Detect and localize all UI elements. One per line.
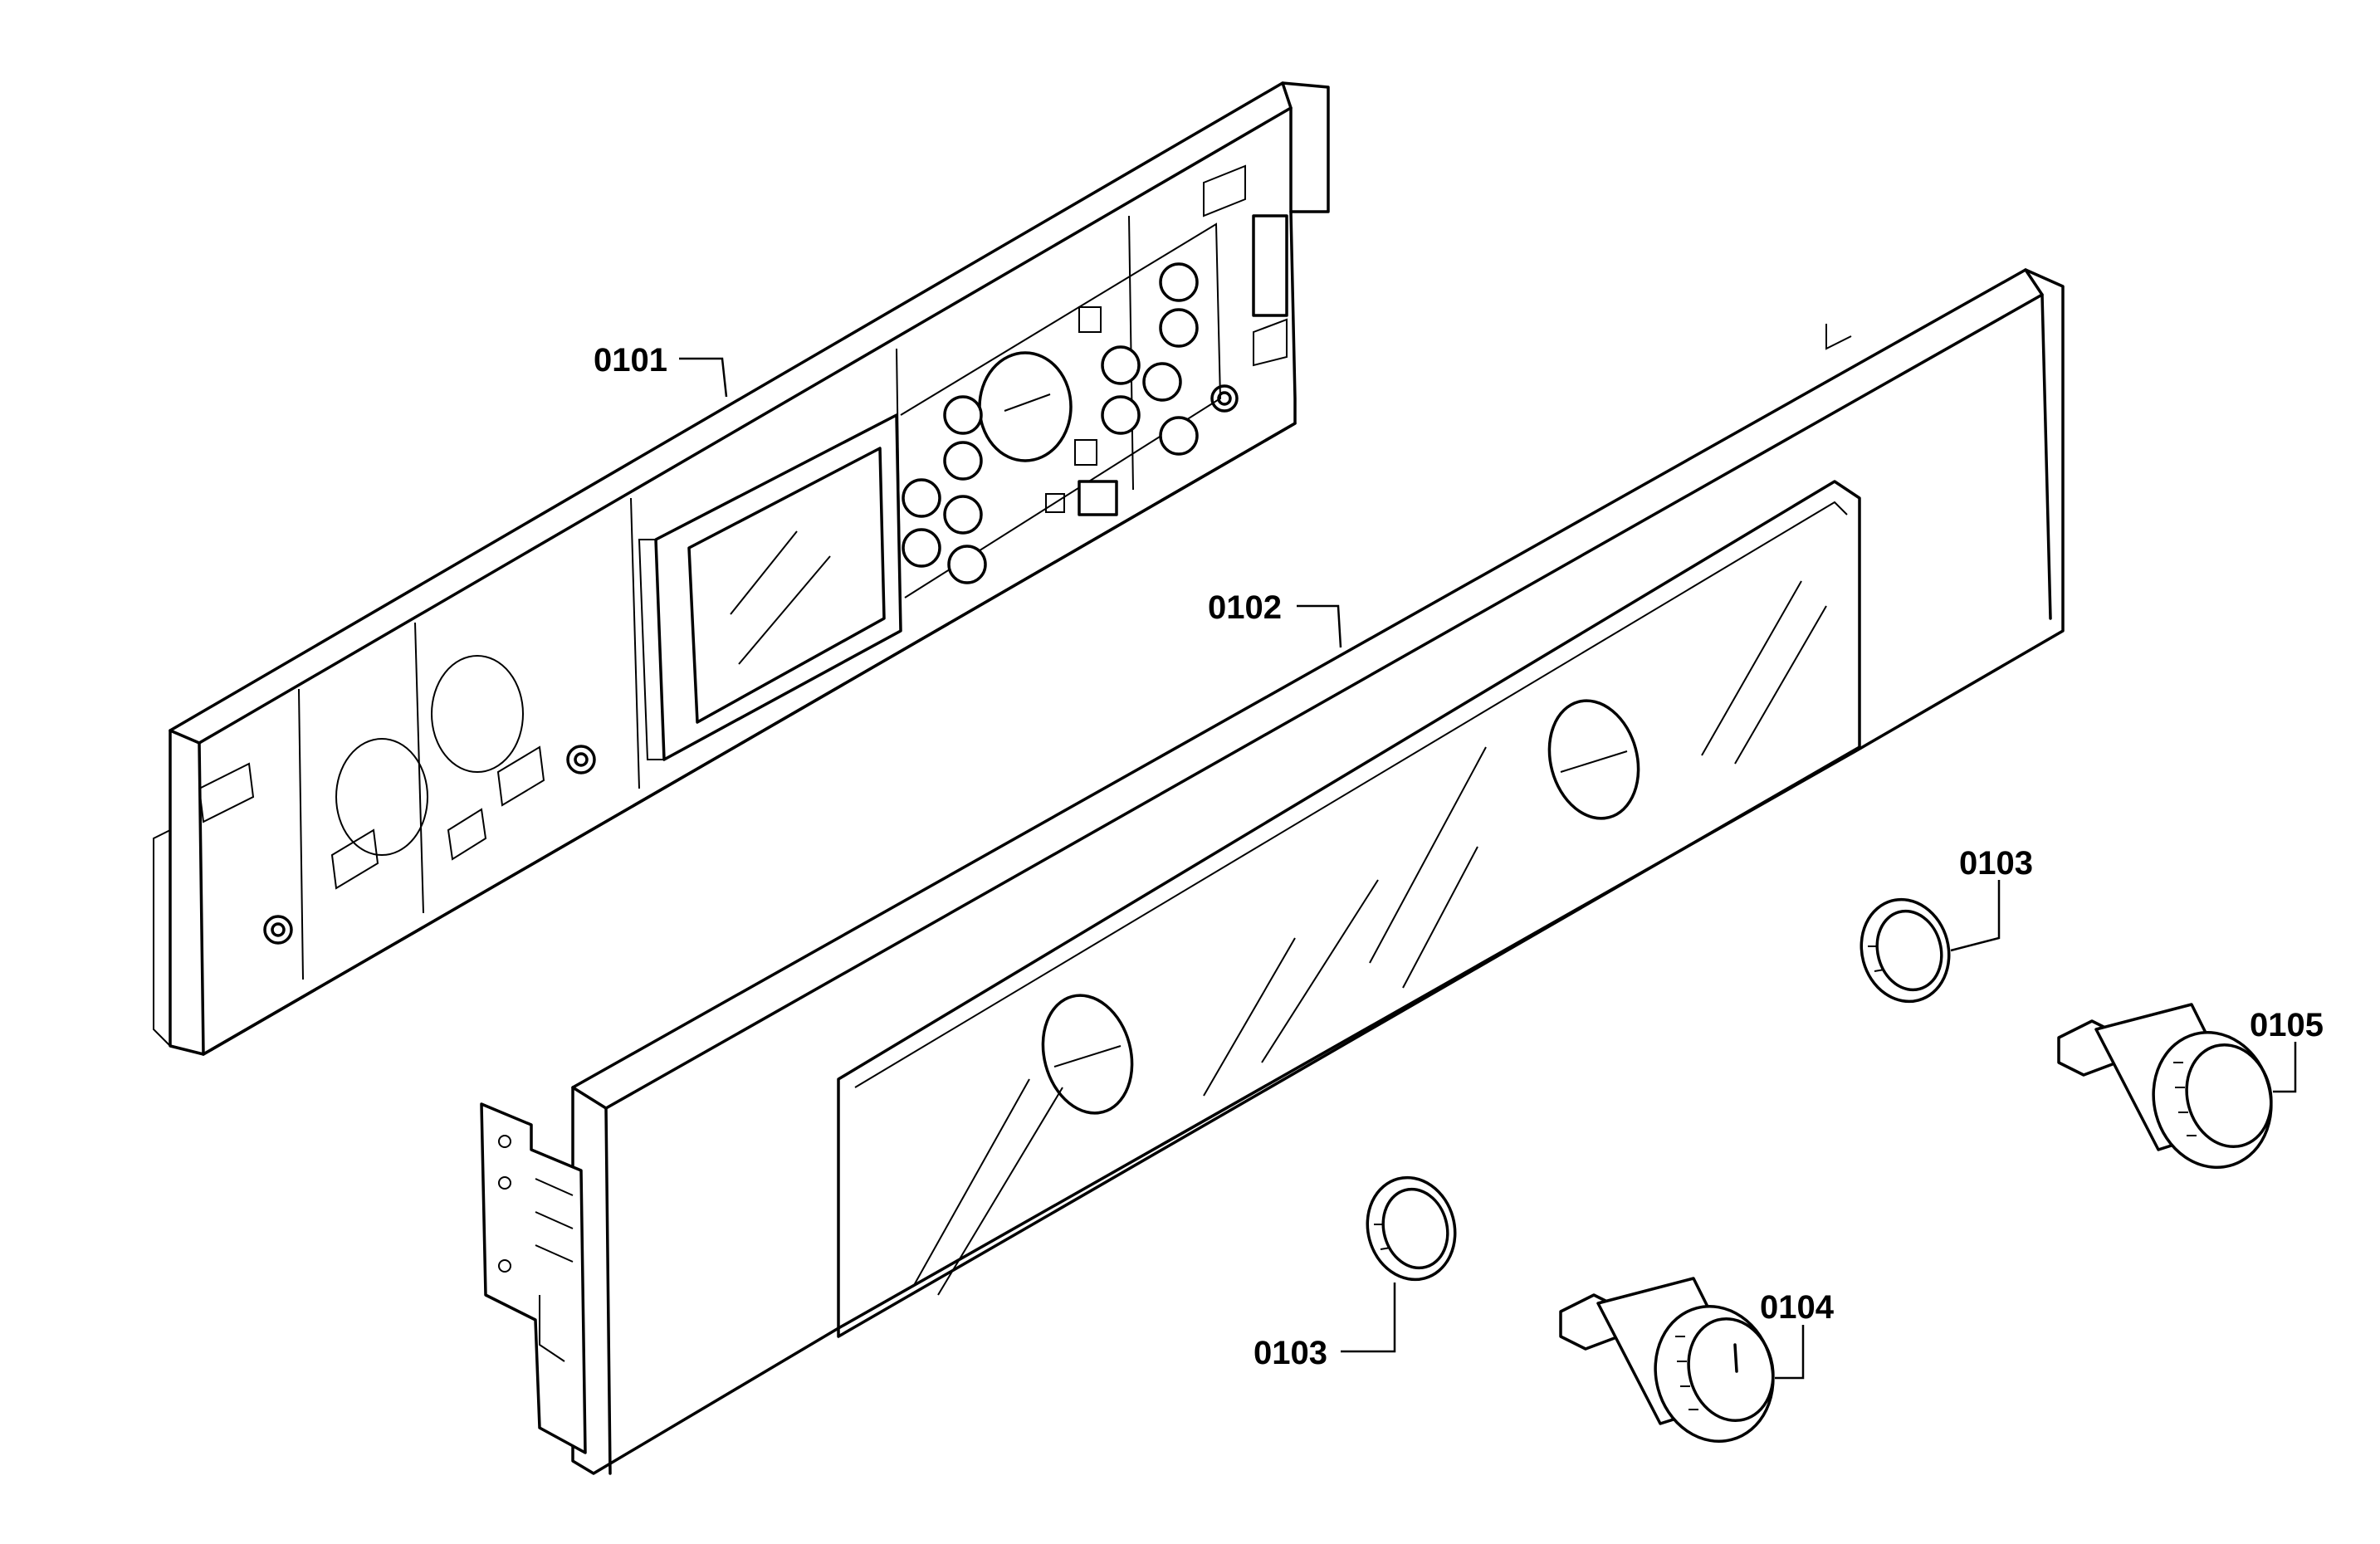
callout-0101: 0101 xyxy=(594,342,667,379)
leader-0102 xyxy=(1297,604,1342,648)
control-knob-right xyxy=(2057,1003,2273,1170)
leader-0103-lower xyxy=(1341,1283,1396,1353)
pcb-capacitors xyxy=(902,262,1199,584)
callout-0103-lower: 0103 xyxy=(1254,1335,1327,1371)
callout-0105: 0105 xyxy=(2250,1007,2324,1043)
leader-0103-upper xyxy=(1950,880,2001,952)
rear-panel-housing xyxy=(153,81,1330,1056)
leader-0105 xyxy=(2273,1042,2297,1093)
trim-ring-lower xyxy=(1366,1175,1457,1282)
leader-0101 xyxy=(679,357,728,398)
callout-0104: 0104 xyxy=(1760,1289,1835,1326)
leader-0104 xyxy=(1775,1325,1805,1380)
control-knob-left xyxy=(1559,1277,1775,1444)
callout-0103-upper: 0103 xyxy=(1959,845,2033,882)
callout-0102: 0102 xyxy=(1208,589,1282,626)
front-fascia xyxy=(480,268,2065,1475)
trim-ring-upper xyxy=(1860,897,1951,1004)
